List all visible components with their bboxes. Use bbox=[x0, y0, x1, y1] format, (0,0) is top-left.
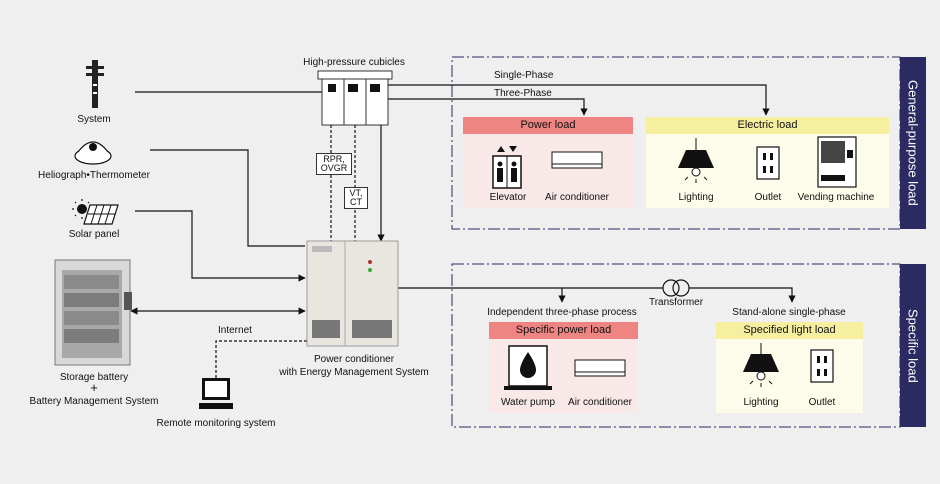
specified-light-load-title: Specified light load bbox=[743, 324, 836, 336]
water-pump-icon bbox=[504, 345, 552, 390]
cubicles-image bbox=[317, 70, 393, 126]
water-pump-label: Water pump bbox=[500, 397, 556, 408]
air-conditioner-label: Air conditioner bbox=[568, 397, 632, 408]
battery-plus: + bbox=[90, 380, 98, 395]
cubicles-label: High-pressure cubicles bbox=[303, 57, 405, 68]
storage-battery-image bbox=[54, 259, 132, 366]
battery-label-line2: Battery Management System bbox=[29, 396, 159, 407]
outlet-label: Outlet bbox=[808, 397, 836, 408]
electric-load-title: Electric load bbox=[737, 119, 798, 131]
vending-machine-label: Vending machine bbox=[797, 192, 875, 203]
power-conditioner-image bbox=[306, 240, 399, 347]
air-conditioner-label: Air conditioner bbox=[545, 192, 609, 203]
outlet-icon bbox=[810, 349, 834, 383]
pcs-label-line1: Power conditioner bbox=[313, 354, 395, 365]
outlet-label: Outlet bbox=[754, 192, 782, 203]
computer-icon bbox=[199, 378, 233, 409]
transformer-label: Transformer bbox=[648, 297, 704, 308]
lighting-label: Lighting bbox=[743, 397, 779, 408]
power-load-title: Power load bbox=[520, 119, 576, 131]
vending-machine-icon bbox=[817, 136, 857, 188]
lighting-label: Lighting bbox=[678, 192, 714, 203]
solar-panel-icon bbox=[72, 199, 119, 225]
utility-pole-icon bbox=[86, 60, 104, 108]
lighting-icon bbox=[678, 138, 714, 183]
specific-load-panel bbox=[451, 263, 926, 428]
stand-alone-single-phase-label: Stand-alone single-phase bbox=[732, 307, 846, 318]
solar-panel-label: Solar panel bbox=[68, 229, 120, 240]
specified-light-load-box bbox=[716, 322, 863, 413]
heliograph-label: Heliograph•Thermometer bbox=[38, 170, 150, 181]
air-conditioner-icon bbox=[551, 151, 603, 169]
general-load-panel bbox=[451, 56, 926, 230]
rpr-ovgr-tag: RPR,OVGR bbox=[316, 153, 352, 175]
single-phase-label: Single-Phase bbox=[494, 70, 554, 81]
lighting-icon bbox=[743, 343, 779, 387]
air-conditioner-icon bbox=[574, 359, 626, 377]
vt-ct-tag: VT,CT bbox=[344, 187, 368, 209]
outlet-icon bbox=[756, 146, 780, 180]
remote-monitoring-label: Remote monitoring system bbox=[156, 418, 276, 429]
transformer-icon bbox=[662, 279, 690, 297]
pcs-label-line2: with Energy Management System bbox=[279, 367, 429, 378]
specific-power-load-title: Specific power load bbox=[515, 324, 612, 336]
connection-lines bbox=[130, 84, 796, 315]
heliograph-icon bbox=[74, 141, 112, 165]
internet-label: Internet bbox=[218, 325, 252, 336]
system-label: System bbox=[77, 114, 111, 125]
specific-load-side-label: Specific load bbox=[905, 308, 921, 383]
general-purpose-load-side-label: General-purpose load bbox=[905, 80, 921, 206]
signal-lines bbox=[215, 125, 356, 378]
elevator-label: Elevator bbox=[489, 192, 527, 203]
elevator-icon bbox=[492, 146, 522, 189]
three-phase-process-label: Independent three-phase process bbox=[487, 307, 637, 318]
battery-label-line1: Storage battery bbox=[59, 372, 129, 383]
power-load-box bbox=[463, 117, 633, 208]
three-phase-label: Three-Phase bbox=[494, 88, 552, 99]
